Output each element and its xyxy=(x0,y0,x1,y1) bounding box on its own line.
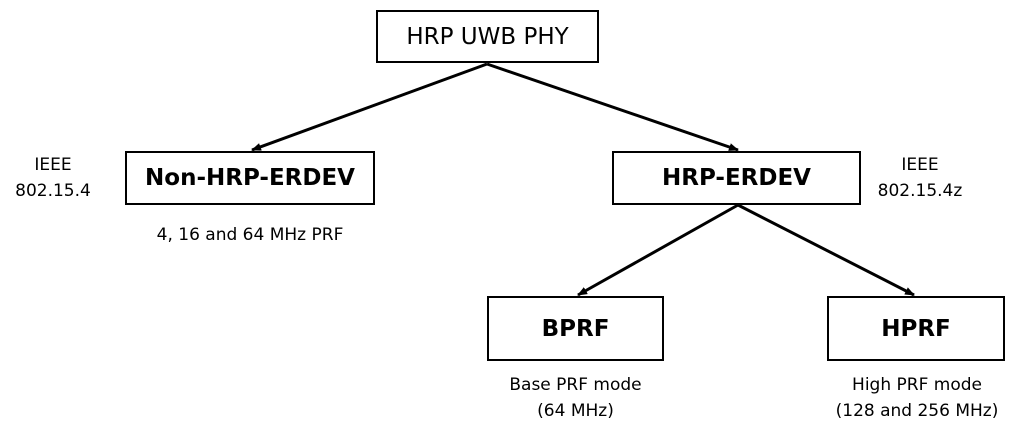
arrow-hrp-erdev-to-bprf xyxy=(577,203,739,297)
note-hprf-mode-line-2: (128 and 256 MHz) xyxy=(835,401,999,421)
arrow-root-to-non-hrp-erdev xyxy=(251,62,488,152)
note-ieee-802-15-4-line-2: 802.15.4 xyxy=(15,181,91,201)
note-ieee-802-15-4z: IEEE 802.15.4z xyxy=(872,152,968,204)
node-hprf-label: HPRF xyxy=(881,315,951,342)
arrow-hrp-erdev-to-hprf xyxy=(737,203,915,297)
note-bprf-mode-line-1: Base PRF mode xyxy=(509,375,642,395)
note-ieee-802-15-4-line-1: IEEE xyxy=(34,155,72,175)
node-hrp-uwb-phy-label: HRP UWB PHY xyxy=(406,23,569,50)
arrow-root-to-hrp-erdev xyxy=(486,62,739,152)
node-hrp-erdev-label: HRP-ERDEV xyxy=(662,165,811,191)
node-hprf: HPRF xyxy=(827,296,1005,361)
note-hprf-mode: High PRF mode (128 and 256 MHz) xyxy=(806,372,1013,424)
note-ieee-802-15-4z-line-1: IEEE xyxy=(901,155,939,175)
note-ieee-802-15-4: IEEE 802.15.4 xyxy=(4,152,102,204)
node-bprf-label: BPRF xyxy=(541,315,610,342)
node-non-hrp-erdev: Non-HRP-ERDEV xyxy=(125,151,375,205)
node-non-hrp-erdev-label: Non-HRP-ERDEV xyxy=(145,165,355,191)
note-bprf-mode-line-2: (64 MHz) xyxy=(537,401,614,421)
note-non-hrp-prf-text: 4, 16 and 64 MHz PRF xyxy=(156,225,344,245)
note-bprf-mode: Base PRF mode (64 MHz) xyxy=(487,372,664,424)
node-hrp-erdev: HRP-ERDEV xyxy=(612,151,861,205)
node-hrp-uwb-phy: HRP UWB PHY xyxy=(376,10,599,63)
note-non-hrp-prf: 4, 16 and 64 MHz PRF xyxy=(125,222,375,248)
note-ieee-802-15-4z-line-2: 802.15.4z xyxy=(877,181,963,201)
node-bprf: BPRF xyxy=(487,296,664,361)
note-hprf-mode-line-1: High PRF mode xyxy=(852,375,982,395)
